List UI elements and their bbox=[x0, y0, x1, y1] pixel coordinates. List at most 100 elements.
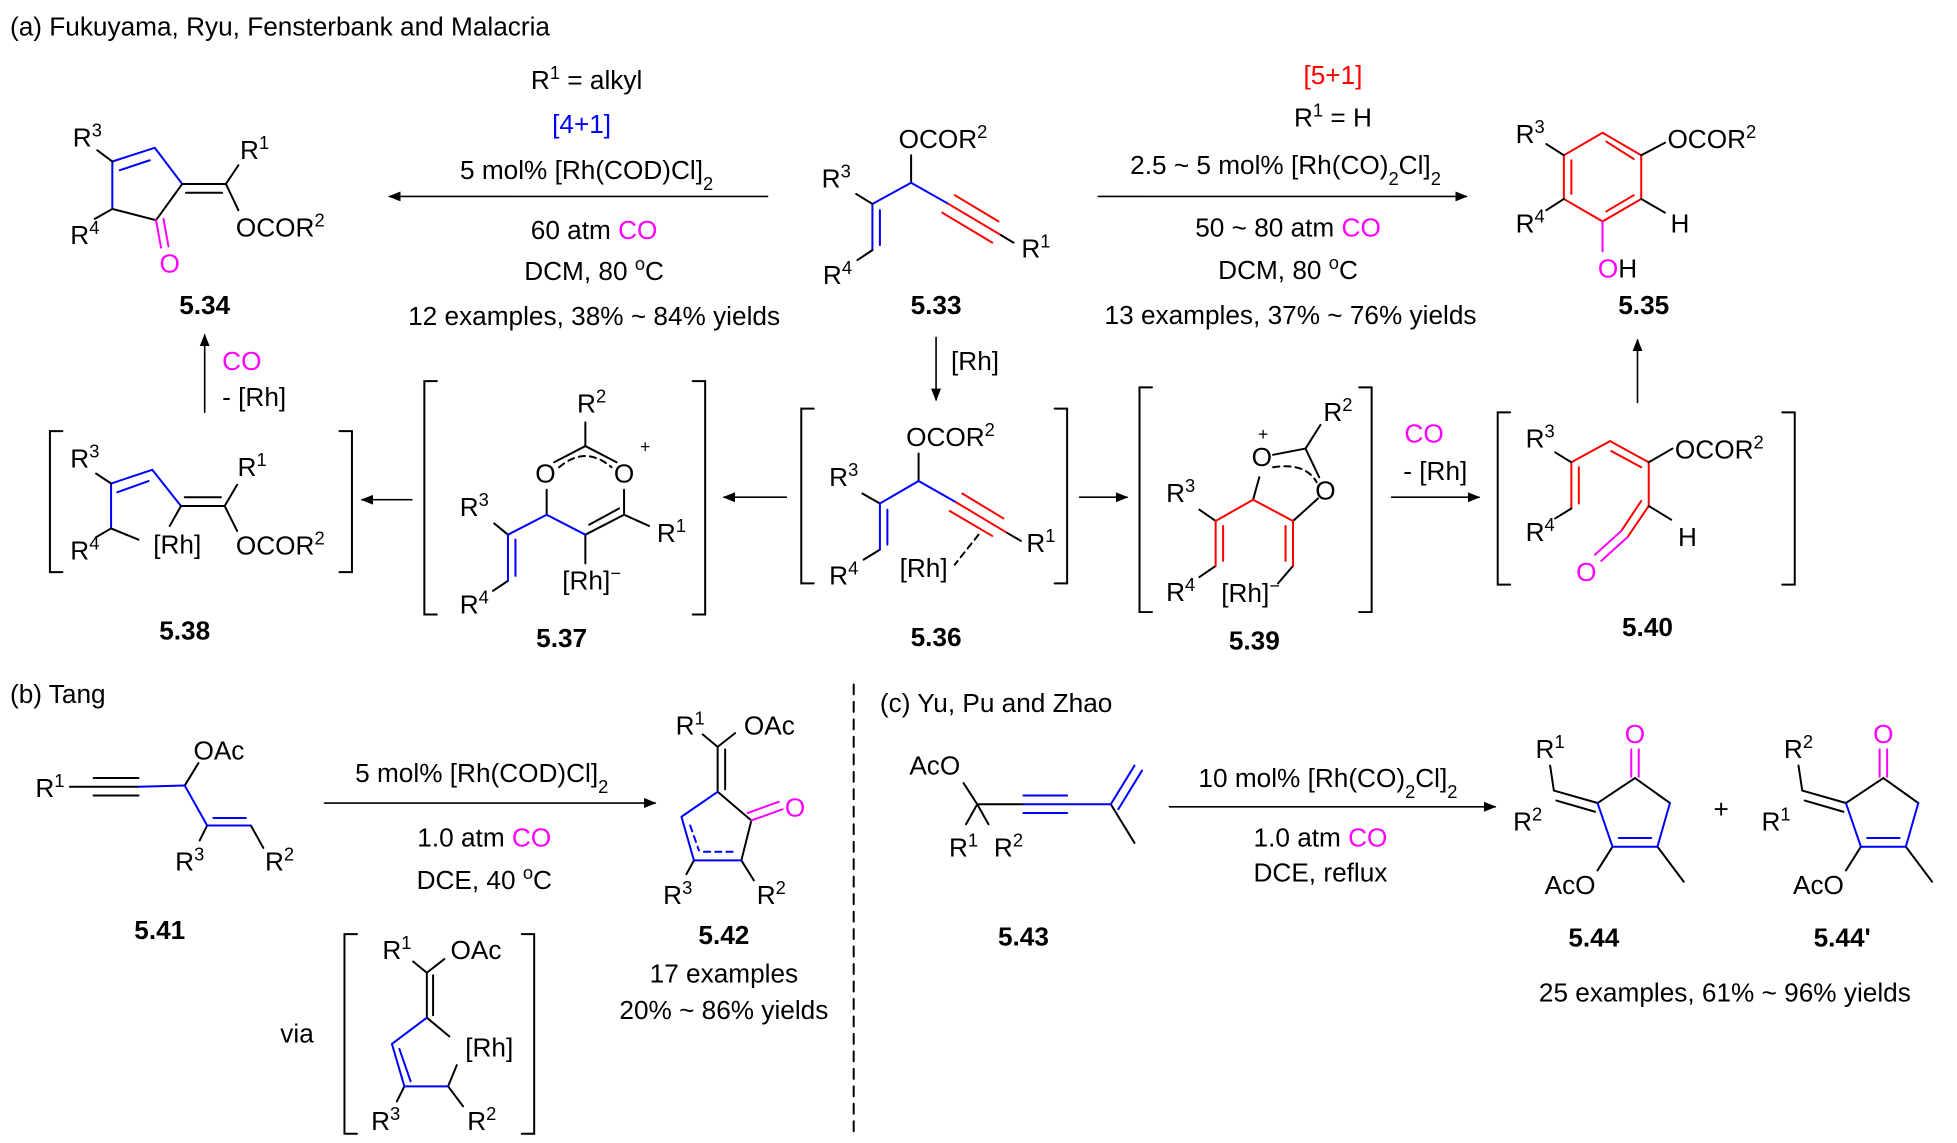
compound-id: 5.44 bbox=[1568, 923, 1619, 953]
bond bbox=[1214, 498, 1295, 567]
bond bbox=[871, 181, 950, 252]
compound-5-39: O + O R2 R3 R4 [Rh]− 5.39 bbox=[1138, 386, 1373, 656]
bond bbox=[110, 468, 182, 530]
r1-label: R1 bbox=[949, 829, 978, 863]
compound-id: 5.36 bbox=[911, 622, 962, 652]
r1-label: R1 bbox=[382, 932, 411, 966]
scope: 13 examples, 37% ~ 76% yields bbox=[1105, 300, 1477, 330]
bond bbox=[855, 192, 1015, 262]
compound-5-44-prime: O R2 R1 AcO 5.44' bbox=[1761, 719, 1934, 953]
carbonyl-oxygen: O bbox=[1873, 719, 1893, 749]
reaction-a-left-conditions: R1 = alkyl [4+1] 5 mol% [Rh(COD)Cl]2 60 … bbox=[388, 62, 780, 331]
catalyst: 5 mol% [Rh(COD)Cl]2 bbox=[460, 155, 713, 194]
pressure-value: 50 ~ 80 atm bbox=[1195, 212, 1341, 242]
compound-id: 5.39 bbox=[1229, 626, 1280, 656]
bond bbox=[1554, 447, 1674, 521]
catalyst: 10 mol% [Rh(CO)2Cl]2 bbox=[1198, 763, 1457, 801]
catalyst: 2.5 ~ 5 mol% [Rh(CO)2Cl]2 bbox=[1130, 150, 1441, 189]
co-reagent: CO bbox=[1404, 418, 1443, 448]
pressure: 1.0 atm CO bbox=[1254, 823, 1388, 853]
ketene-bond bbox=[1594, 529, 1629, 562]
aco-label: AcO bbox=[1545, 870, 1596, 900]
r1-label: R1 bbox=[676, 707, 705, 741]
r2-label: R2 bbox=[1513, 803, 1542, 837]
pressure-value: 60 atm bbox=[531, 215, 618, 245]
bond bbox=[1570, 440, 1650, 539]
compound-id: 5.44' bbox=[1814, 923, 1871, 953]
r3-label: R3 bbox=[460, 488, 489, 522]
bond bbox=[137, 784, 252, 827]
oac-label: OAc bbox=[451, 935, 502, 965]
rhodium-label: [Rh] bbox=[153, 529, 201, 559]
r1-label: R1 bbox=[1026, 525, 1055, 559]
ester-label: OCOR2 bbox=[1675, 431, 1764, 465]
r1-label: R1 bbox=[1761, 803, 1790, 837]
ester-label: OCOR2 bbox=[1667, 120, 1756, 154]
reaction-b-conditions: 5 mol% [Rh(COD)Cl]2 1.0 atm CO DCE, 40 o… bbox=[323, 758, 657, 895]
delocalized-bond bbox=[1272, 465, 1318, 484]
bracket bbox=[1138, 386, 1373, 614]
oxygen-label: O bbox=[614, 458, 634, 488]
solvent-temp: DCM, 80 oC bbox=[524, 253, 664, 286]
compound-5-35: OCOR2 H OH R3 R4 5.35 bbox=[1516, 115, 1757, 319]
cycloaddition-type: [4+1] bbox=[552, 109, 611, 139]
section-c-title: (c) Yu, Pu and Zhao bbox=[880, 688, 1112, 718]
bond bbox=[1844, 802, 1920, 848]
r3-label: R3 bbox=[70, 440, 99, 474]
bond bbox=[95, 472, 239, 541]
ester-label: OCOR2 bbox=[236, 527, 325, 561]
compound-id: 5.34 bbox=[179, 290, 230, 320]
pressure-value: 1.0 atm bbox=[1254, 823, 1349, 853]
co-gas: CO bbox=[618, 215, 657, 245]
bond bbox=[1022, 764, 1143, 815]
r2-label: R2 bbox=[467, 1103, 496, 1137]
bracket bbox=[800, 407, 1069, 585]
bracket bbox=[48, 430, 353, 574]
partial-bond bbox=[689, 824, 735, 853]
reaction-a-right-conditions: [5+1] R1 = H 2.5 ~ 5 mol% [Rh(CO)2Cl]2 5… bbox=[1097, 60, 1477, 330]
rhodium-label: [Rh] bbox=[900, 553, 948, 583]
bond bbox=[390, 1016, 450, 1088]
dashed-coordination bbox=[953, 533, 980, 566]
co-gas: CO bbox=[1342, 212, 1381, 242]
benzene-ring bbox=[1562, 131, 1643, 223]
intermediate-via: R1 OAc [Rh] R3 R2 bbox=[343, 932, 536, 1137]
solvent-temp: DCM, 80 oC bbox=[1218, 251, 1358, 285]
r4-label: R4 bbox=[823, 256, 852, 290]
aco-label: AcO bbox=[1793, 870, 1844, 900]
r4-label: R4 bbox=[829, 557, 858, 591]
bond bbox=[491, 421, 651, 592]
scope: 25 examples, 61% ~ 96% yields bbox=[1539, 977, 1911, 1007]
carbonyl-bond bbox=[155, 217, 170, 249]
rh-loss: - [Rh] bbox=[1403, 456, 1467, 486]
condition: R1 = alkyl bbox=[531, 62, 642, 96]
carbonyl-oxygen: O bbox=[1625, 719, 1645, 749]
scope-yield: 20% ~ 86% yields bbox=[619, 995, 828, 1025]
carbonyl-bond bbox=[1630, 748, 1640, 778]
r1-label: R1 bbox=[1021, 230, 1050, 263]
bond bbox=[111, 146, 184, 210]
pressure: 60 atm CO bbox=[531, 215, 658, 245]
compound-id: 5.42 bbox=[698, 920, 749, 950]
r4-label: R4 bbox=[1516, 205, 1545, 238]
scope-count: 17 examples bbox=[650, 959, 798, 989]
ester-label: OCOR2 bbox=[899, 120, 988, 154]
triple-bond bbox=[948, 492, 1007, 537]
compound-5-41: R1 OAc R3 R2 5.41 bbox=[35, 735, 294, 945]
rhodium-label: [Rh]− bbox=[562, 562, 621, 596]
bond bbox=[1549, 764, 1685, 883]
co-reagent: CO bbox=[222, 346, 261, 376]
triple-bond bbox=[941, 194, 1002, 244]
compound-id: 5.41 bbox=[134, 915, 185, 945]
oac-label: OAc bbox=[193, 735, 244, 765]
bond bbox=[680, 790, 743, 862]
r2-label: R2 bbox=[994, 829, 1023, 863]
compound-5-37: R2 O O + R1 R3 R4 [Rh]− 5.37 bbox=[423, 380, 707, 653]
r2-label: R2 bbox=[757, 877, 786, 911]
r1-label: R1 bbox=[238, 449, 267, 483]
bracket bbox=[1496, 411, 1796, 586]
aco-label: AcO bbox=[909, 750, 960, 780]
r3-label: R3 bbox=[663, 877, 692, 911]
hydroxyl-label: OH bbox=[1598, 254, 1637, 284]
